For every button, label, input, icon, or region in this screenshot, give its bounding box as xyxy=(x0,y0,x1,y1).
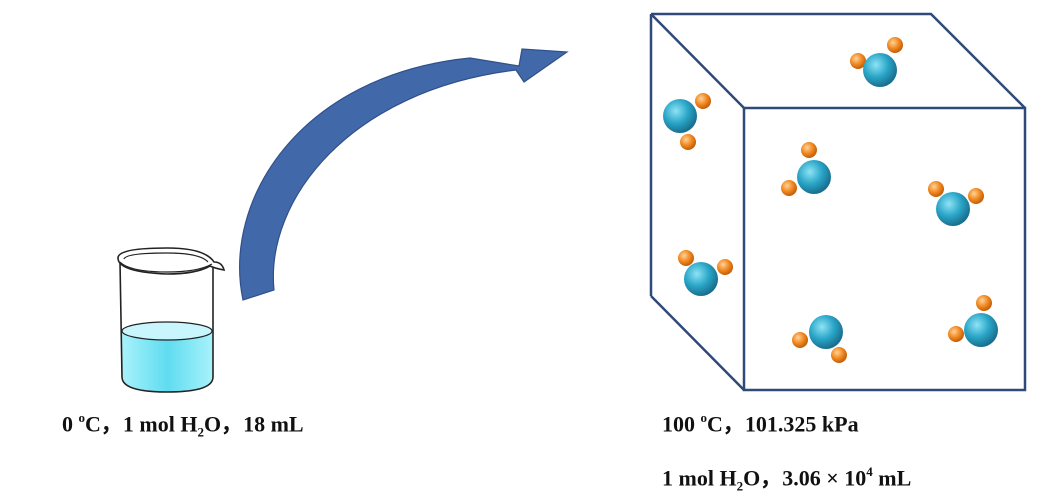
volume-exponent: 4 xyxy=(866,464,873,479)
container-cube xyxy=(649,12,1027,392)
beaker xyxy=(117,247,226,393)
water-molecule xyxy=(678,250,733,296)
water-molecule xyxy=(928,181,984,226)
separator: ， xyxy=(722,411,745,437)
cube-bottom-left-edge xyxy=(650,295,745,391)
gas-pressure: 101.325 kPa xyxy=(744,411,859,437)
liquid-temp-value: 0 xyxy=(62,411,73,437)
subscript-2: 2 xyxy=(197,424,204,440)
water-molecule xyxy=(792,315,847,363)
gas-volume-base: 3.06 × 10 xyxy=(782,465,867,491)
beaker-rim-lower xyxy=(119,261,213,273)
water-molecule xyxy=(781,142,831,196)
water-molecule xyxy=(850,37,903,87)
beaker-body xyxy=(119,261,214,393)
liquid-volume: 18 mL xyxy=(243,411,304,437)
gas-amount: 1 mol H xyxy=(662,465,737,491)
oxygen-symbol: O xyxy=(743,465,761,491)
gas-conditions-caption: 100 oC，101.325 kPa xyxy=(662,410,859,437)
gas-amount-caption: 1 mol H2O，3.06 × 104 mL xyxy=(662,464,912,494)
liquid-amount: 1 mol H xyxy=(122,411,198,437)
degree-symbol: o xyxy=(700,410,708,425)
beaker-liquid xyxy=(122,331,213,392)
separator: ， xyxy=(760,465,783,491)
beaker-rim-inner xyxy=(123,252,209,263)
gas-temp-value: 100 xyxy=(662,411,695,437)
degree-symbol: o xyxy=(78,410,86,425)
water-molecule xyxy=(948,295,998,347)
beaker-rim xyxy=(117,247,226,275)
subscript-2: 2 xyxy=(736,478,744,494)
cube-top-edges xyxy=(651,12,1026,109)
temp-unit: C xyxy=(85,411,101,437)
liquid-surface xyxy=(121,321,213,341)
oxygen-symbol: O xyxy=(203,411,222,437)
cube-front-face xyxy=(742,106,1027,392)
liquid-state-caption: 0 oC，1 mol H2O，18 mL xyxy=(62,410,304,440)
gas-volume-unit: mL xyxy=(872,465,912,491)
separator: ， xyxy=(221,411,244,437)
separator: ， xyxy=(100,411,123,437)
cube-top-left-edge xyxy=(650,13,745,109)
temp-unit: C xyxy=(707,411,723,437)
curved-arrow xyxy=(239,48,569,301)
water-molecule xyxy=(663,93,711,150)
